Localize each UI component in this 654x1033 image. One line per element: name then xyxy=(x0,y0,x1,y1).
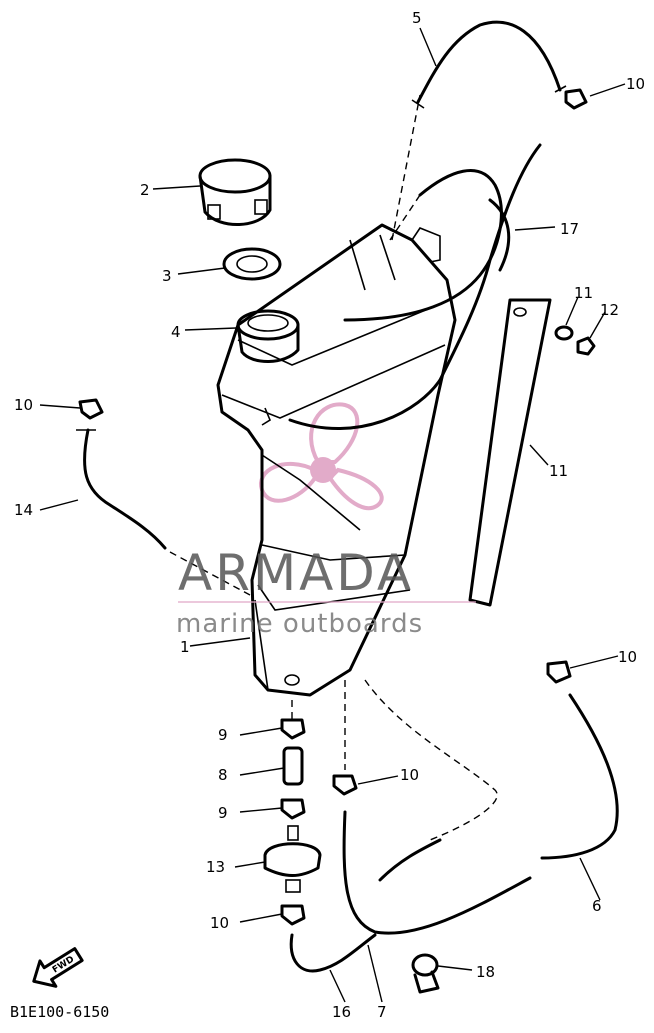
callout-10-bottom: 10 xyxy=(210,914,229,932)
callout-17: 17 xyxy=(560,220,579,238)
tank-strap xyxy=(288,143,552,607)
callout-10-right: 10 xyxy=(618,648,637,666)
nut xyxy=(576,336,596,356)
callout-12: 11 xyxy=(574,284,593,302)
callout-8: 8 xyxy=(218,766,228,784)
hose-clamp xyxy=(411,953,440,994)
fuel-hose-corrugated xyxy=(378,838,442,882)
callout-4: 4 xyxy=(171,323,181,341)
fuel-hose-left xyxy=(76,428,251,596)
callout-3: 3 xyxy=(162,267,172,285)
hose-clip xyxy=(280,718,306,740)
hose-clip xyxy=(546,660,572,684)
leader-lines xyxy=(39,27,626,1003)
hose-clip xyxy=(280,904,306,926)
callout-15: 14 xyxy=(14,501,33,519)
leader-dash xyxy=(364,679,498,841)
callout-5: 5 xyxy=(412,9,422,27)
fuel-hose-lower xyxy=(289,933,377,973)
fwd-arrow: FWD xyxy=(32,947,84,988)
callout-9-upper: 9 xyxy=(218,726,228,744)
fuel-hose-main xyxy=(342,810,532,935)
callout-10-left: 10 xyxy=(14,396,33,414)
callout-11: 11 xyxy=(549,462,568,480)
callout-18: 18 xyxy=(476,963,495,981)
joint-pipe xyxy=(282,746,304,786)
hose-clip xyxy=(332,774,358,796)
leader-dash xyxy=(391,94,421,241)
watermark-title: ARMADA xyxy=(178,544,414,602)
callout-1: 1 xyxy=(180,638,190,656)
hose-clip xyxy=(280,798,306,820)
watermark-subtitle: marine outboards xyxy=(176,609,423,639)
fuel-filter xyxy=(263,825,322,893)
tank-cap xyxy=(198,158,272,226)
hose-clip xyxy=(78,398,104,420)
cap-gasket xyxy=(222,247,282,281)
callout-2: 2 xyxy=(140,181,150,199)
washer xyxy=(554,325,574,341)
watermark: ARMADA marine outboards xyxy=(176,544,476,639)
filler-neck xyxy=(236,309,300,363)
callout-16: 16 xyxy=(332,1003,351,1021)
callout-9-lower: 9 xyxy=(218,804,228,822)
callout-14: 13 xyxy=(206,858,225,876)
fuel-tank xyxy=(216,223,457,697)
callout-7: 7 xyxy=(377,1003,387,1021)
callout-10-middle: 10 xyxy=(400,766,419,784)
callout-6: 6 xyxy=(592,897,602,915)
diagram-code: B1E100-6150 xyxy=(10,1003,109,1021)
callouts: 5 10 2 3 4 17 11 12 11 10 14 1 10 9 8 9 … xyxy=(14,9,645,1021)
callout-10-top: 10 xyxy=(626,75,645,93)
callout-13: 12 xyxy=(600,301,619,319)
fuel-hose-right xyxy=(540,693,619,860)
watermark-logo xyxy=(259,402,384,511)
hose-clip xyxy=(564,88,588,110)
breather-hose xyxy=(343,169,511,322)
